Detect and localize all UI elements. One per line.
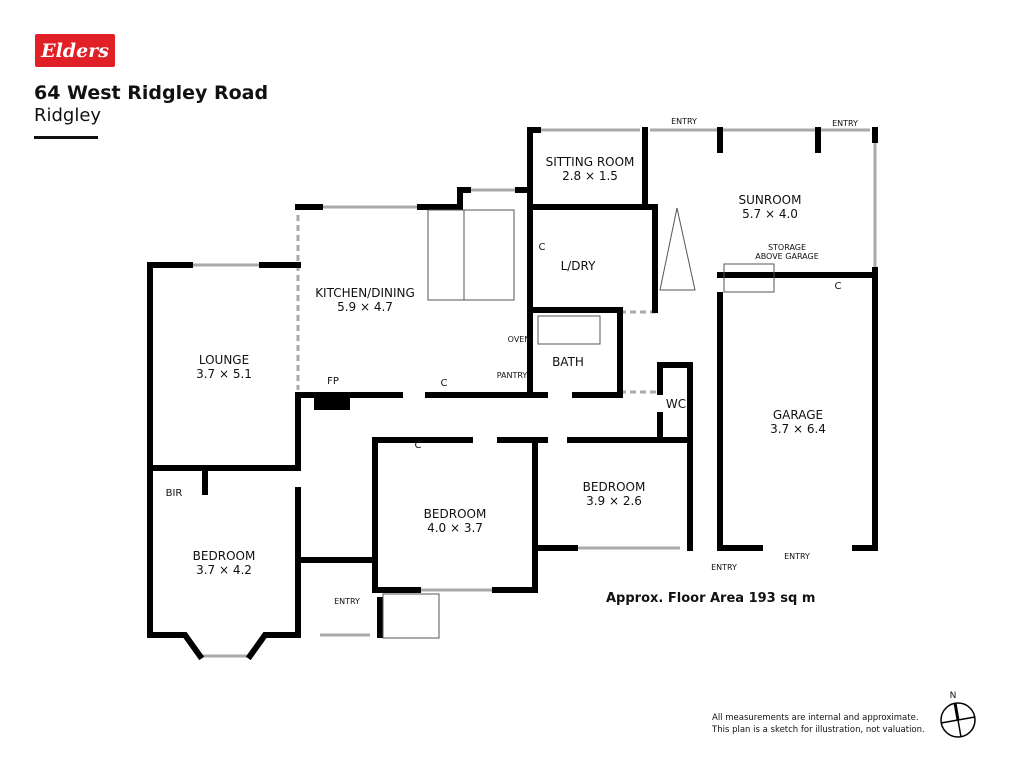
entry-label: ENTRY	[671, 117, 697, 126]
pantry-label: PANTRY	[497, 371, 528, 380]
room-lounge: LOUNGE	[199, 353, 249, 367]
room-laundry: L/DRY	[561, 259, 597, 273]
entry-label: ENTRY	[711, 563, 737, 572]
disclaimer: All measurements are internal and approx…	[712, 712, 925, 736]
room-kitchen-size: 5.9 × 4.7	[337, 300, 393, 314]
room-sunroom: SUNROOM	[739, 193, 802, 207]
room-garage-size: 3.7 × 6.4	[770, 422, 826, 436]
room-sunroom-size: 5.7 × 4.0	[742, 207, 798, 221]
floor-area: Approx. Floor Area 193 sq m	[606, 591, 816, 606]
room-garage: GARAGE	[773, 408, 823, 422]
elders-logo: Elders	[35, 34, 115, 67]
oven-label: OVEN	[508, 335, 531, 344]
room-wc: WC	[666, 397, 686, 411]
storage-label: STORAGE	[768, 243, 806, 252]
room-bedroom-2: BEDROOM	[424, 507, 487, 521]
compass: N	[940, 691, 976, 738]
room-labels: LOUNGE 3.7 × 5.1 KITCHEN/DINING 5.9 × 4.…	[166, 117, 858, 606]
room-bedroom-2-size: 4.0 × 3.7	[427, 521, 483, 535]
bir-label: BIR	[166, 488, 183, 499]
entry-label: ENTRY	[784, 552, 810, 561]
room-lounge-size: 3.7 × 5.1	[196, 367, 252, 381]
cupboard-label: C	[539, 242, 546, 253]
room-bedroom-1-size: 3.7 × 4.2	[196, 563, 252, 577]
disclaimer-line: All measurements are internal and approx…	[712, 713, 919, 723]
room-bedroom-1: BEDROOM	[193, 549, 256, 563]
room-kitchen: KITCHEN/DINING	[315, 286, 415, 300]
fireplace-label: FP	[327, 376, 339, 387]
disclaimer-line: This plan is a sketch for illustration, …	[712, 725, 925, 735]
room-bath: BATH	[552, 355, 584, 369]
room-sitting-size: 2.8 × 1.5	[562, 169, 618, 183]
fireplace	[314, 392, 350, 410]
cupboard-label: C	[441, 378, 448, 389]
divider	[34, 136, 98, 139]
property-address: 64 West Ridgley Road	[34, 82, 269, 104]
storage-label-2: ABOVE GARAGE	[755, 252, 819, 261]
room-bedroom-3-size: 3.9 × 2.6	[586, 494, 642, 508]
cupboard-label: C	[415, 440, 422, 451]
entry-label: ENTRY	[334, 597, 360, 606]
cupboard-label: C	[835, 281, 842, 292]
compass-north-label: N	[950, 691, 957, 701]
walls	[147, 127, 878, 661]
room-sitting: SITTING ROOM	[546, 155, 635, 169]
entry-label: ENTRY	[832, 119, 858, 128]
property-suburb: Ridgley	[34, 105, 102, 126]
room-bedroom-3: BEDROOM	[583, 480, 646, 494]
fixtures-outline	[382, 207, 775, 639]
